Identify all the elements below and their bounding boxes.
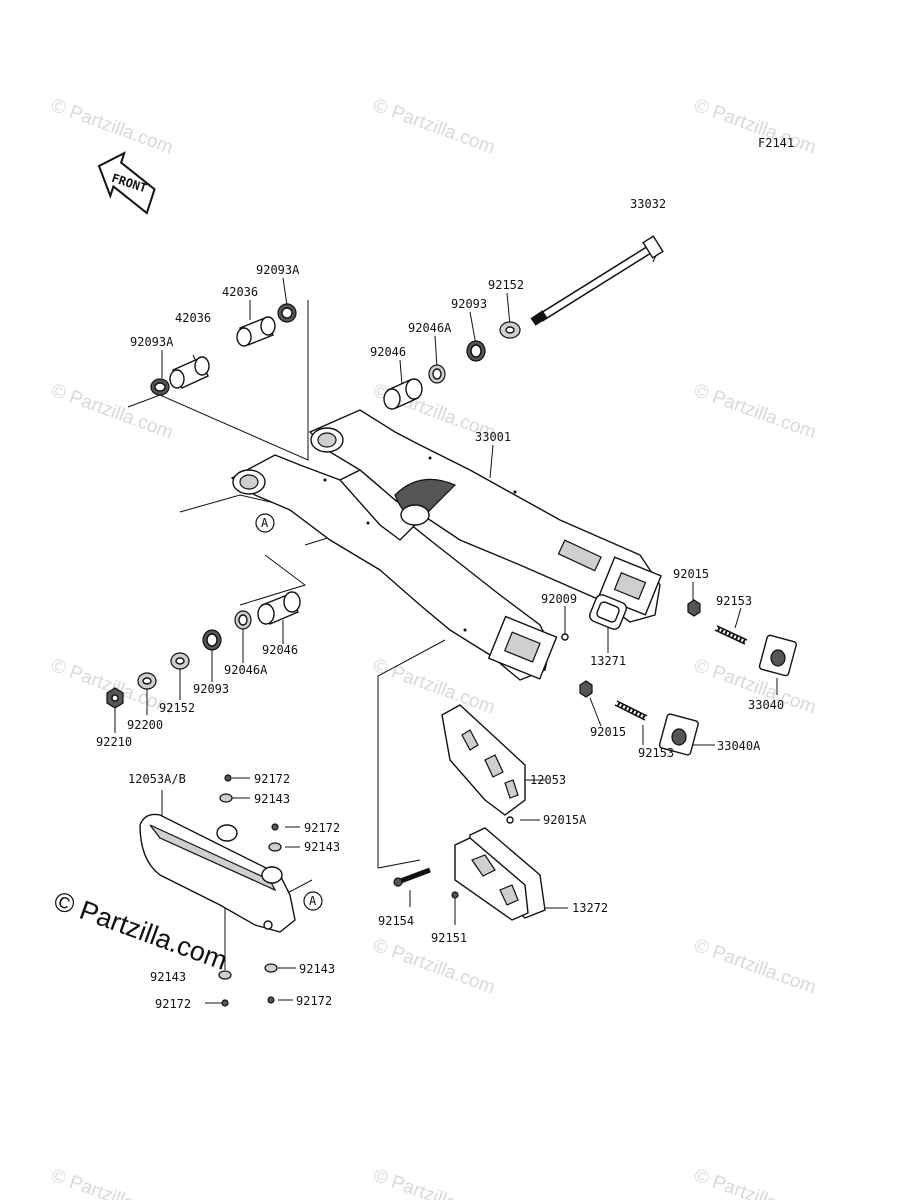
upper-pivot-parts <box>383 321 521 410</box>
part-label: 92046 <box>262 643 298 657</box>
watermark: © Partzilla.com <box>370 1165 497 1200</box>
watermark-layer: © Partzilla.com © Partzilla.com © Partzi… <box>48 95 818 1200</box>
svg-text:A: A <box>309 894 317 908</box>
part-label: 92153 <box>716 594 752 608</box>
part-label: 92152 <box>159 701 195 715</box>
watermark: © Partzilla.com <box>691 95 818 159</box>
watermark: © Partzilla.com <box>370 655 497 719</box>
part-label: 92046A <box>224 663 268 677</box>
svg-text:A: A <box>261 516 269 530</box>
part-label: 92143 <box>150 970 186 984</box>
chain-adjuster-parts <box>561 594 797 756</box>
part-label: 92143 <box>304 840 340 854</box>
part-label: 13271 <box>590 654 626 668</box>
part-label: 33040A <box>717 739 761 753</box>
watermark: © Partzilla.com <box>48 95 175 159</box>
part-label: 13272 <box>572 901 608 915</box>
part-label: 92009 <box>541 592 577 606</box>
part-label: 92046 <box>370 345 406 359</box>
front-arrow-icon: FRONT <box>97 151 156 215</box>
part-label: 92152 <box>488 278 524 292</box>
part-label: 92015 <box>590 725 626 739</box>
part-label: 92093A <box>256 263 300 277</box>
part-labels: 33032 92093A 42036 42036 92093A 92152 92… <box>96 197 784 1011</box>
part-label: 42036 <box>175 311 211 325</box>
part-label: 92093 <box>193 682 229 696</box>
part-label: 92143 <box>254 792 290 806</box>
part-label: 92143 <box>299 962 335 976</box>
part-label: 42036 <box>222 285 258 299</box>
watermark: © Partzilla.com <box>691 935 818 999</box>
part-label: 92200 <box>127 718 163 732</box>
part-label: 92172 <box>296 994 332 1008</box>
swingarm <box>230 409 662 681</box>
chain-guide <box>441 704 526 816</box>
chain-slider <box>139 813 296 933</box>
watermark: © Partzilla.com <box>48 655 175 719</box>
watermark-large: © Partzilla.com <box>50 885 231 975</box>
part-label: 12053 <box>530 773 566 787</box>
ref-mark-a-top: A <box>255 513 275 533</box>
part-label: 92046A <box>408 321 452 335</box>
part-label: 92093A <box>130 335 174 349</box>
watermark: © Partzilla.com <box>370 95 497 159</box>
part-label: 33040 <box>748 698 784 712</box>
figure-code: F2141 <box>758 136 794 150</box>
axle <box>530 235 664 326</box>
part-label: 92015 <box>673 567 709 581</box>
left-pivot-parts-bottom <box>106 591 301 709</box>
part-label: 92172 <box>304 821 340 835</box>
part-label: 92153 <box>638 746 674 760</box>
part-label: 92210 <box>96 735 132 749</box>
part-label: 33001 <box>475 430 511 444</box>
watermark: © Partzilla.com <box>48 1165 175 1200</box>
slider-hardware <box>218 774 282 1007</box>
part-label: 92151 <box>431 931 467 945</box>
left-pivot-parts-top <box>150 303 297 396</box>
part-label: 12053A/B <box>128 772 186 786</box>
part-label: 92015A <box>543 813 587 827</box>
chain-guide-plates <box>393 816 546 921</box>
part-label: 92172 <box>254 772 290 786</box>
watermark: © Partzilla.com <box>691 1165 818 1200</box>
part-label: 33032 <box>630 197 666 211</box>
watermark: © Partzilla.com <box>691 380 818 444</box>
part-label: 92093 <box>451 297 487 311</box>
ref-mark-a-bottom: A <box>303 891 323 911</box>
part-label: 92172 <box>155 997 191 1011</box>
part-label: 92154 <box>378 914 414 928</box>
